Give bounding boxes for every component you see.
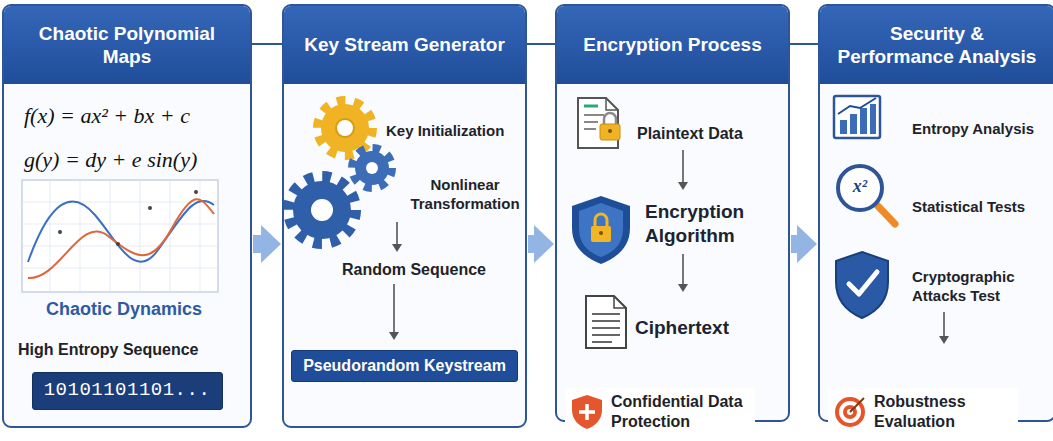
item-label: Encryption Algorithm xyxy=(645,200,787,248)
formula: g(y) = dy + e sin(y) xyxy=(24,146,246,174)
item-label: Plaintext Data xyxy=(637,124,785,144)
flow-arrow xyxy=(791,235,797,253)
item-label: Statistical Tests xyxy=(912,198,1052,217)
gear-icons xyxy=(289,101,392,243)
entropy-chart-icon xyxy=(834,96,880,138)
chart-caption: Chaotic Dynamics xyxy=(22,298,226,321)
item-label: High Entropy Sequence xyxy=(18,340,246,360)
chaos-chart xyxy=(22,180,218,292)
flow-arrow xyxy=(528,235,534,253)
output-box: Pseudorandom Keystream xyxy=(291,350,518,382)
panel-heading: Encryption Process xyxy=(557,6,788,84)
item-label: Cryptographic Attacks Test xyxy=(912,268,1050,306)
plaintext-document-icon xyxy=(578,98,620,148)
stage-panel: Security & Performance AnalysisEntropy A… xyxy=(818,4,1053,422)
panel-heading: Security & Performance Analysis xyxy=(820,6,1053,84)
item-label: Key Initialization xyxy=(386,122,522,141)
flow-arrows-small xyxy=(389,150,949,344)
icon-symbol: x² xyxy=(845,177,875,197)
stage-panel: Key Stream GeneratorKey InitializationNo… xyxy=(282,4,527,428)
item-label: Entropy Analysis xyxy=(912,120,1052,139)
bottom-tab: Robustness Evaluation xyxy=(828,388,1018,436)
statistics-magnifier-icon xyxy=(838,166,895,224)
item-label: Random Sequence xyxy=(312,260,516,280)
stage-panel: Chaotic Polynomial Maps f(x) = ax² + bx +… xyxy=(2,4,252,428)
item-label: Nonlinear Transformation xyxy=(406,176,524,214)
output-box: 10101101101... xyxy=(32,372,223,410)
panel-heading: Chaotic Polynomial Maps xyxy=(4,6,250,84)
stage-panel: Encryption ProcessPlaintext DataEncrypti… xyxy=(555,4,790,422)
ciphertext-document-icon xyxy=(586,296,626,348)
attack-shield-icon xyxy=(836,252,888,318)
flow-arrow xyxy=(253,235,261,253)
bit-sequence: 10101101101... xyxy=(44,379,211,403)
encryption-shield-icon xyxy=(572,196,630,264)
bottom-tab: Confidential Data Protection xyxy=(565,388,755,436)
formula: f(x) = ax² + bx + c xyxy=(24,102,246,130)
panel-grounds xyxy=(3,5,1053,427)
item-label: Ciphertext xyxy=(635,316,785,340)
box-label: Pseudorandom Keystream xyxy=(303,356,506,376)
panel-heading: Key Stream Generator xyxy=(284,6,525,84)
